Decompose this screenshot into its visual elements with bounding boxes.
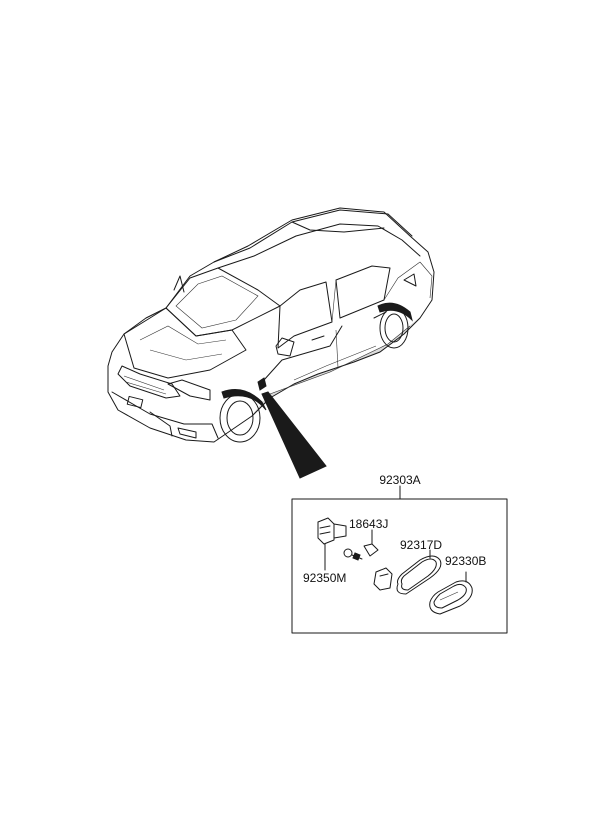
lens-label: 92330B — [445, 554, 486, 568]
car-illustration — [107, 207, 435, 443]
lamp-clip-part — [373, 567, 393, 591]
bulb-connector-part — [363, 529, 379, 557]
socket-wiring-label: 92350M — [303, 571, 346, 585]
socket-wiring-part — [317, 517, 347, 567]
callout-pointer — [261, 391, 327, 479]
wedge-bulb-part — [343, 548, 363, 561]
gasket-label: 92317D — [400, 538, 442, 552]
bulb-connector-label: 18643J — [349, 517, 388, 531]
lens-part — [429, 571, 473, 615]
gasket-part — [396, 549, 442, 595]
assembly-label: 92303A — [379, 473, 420, 487]
